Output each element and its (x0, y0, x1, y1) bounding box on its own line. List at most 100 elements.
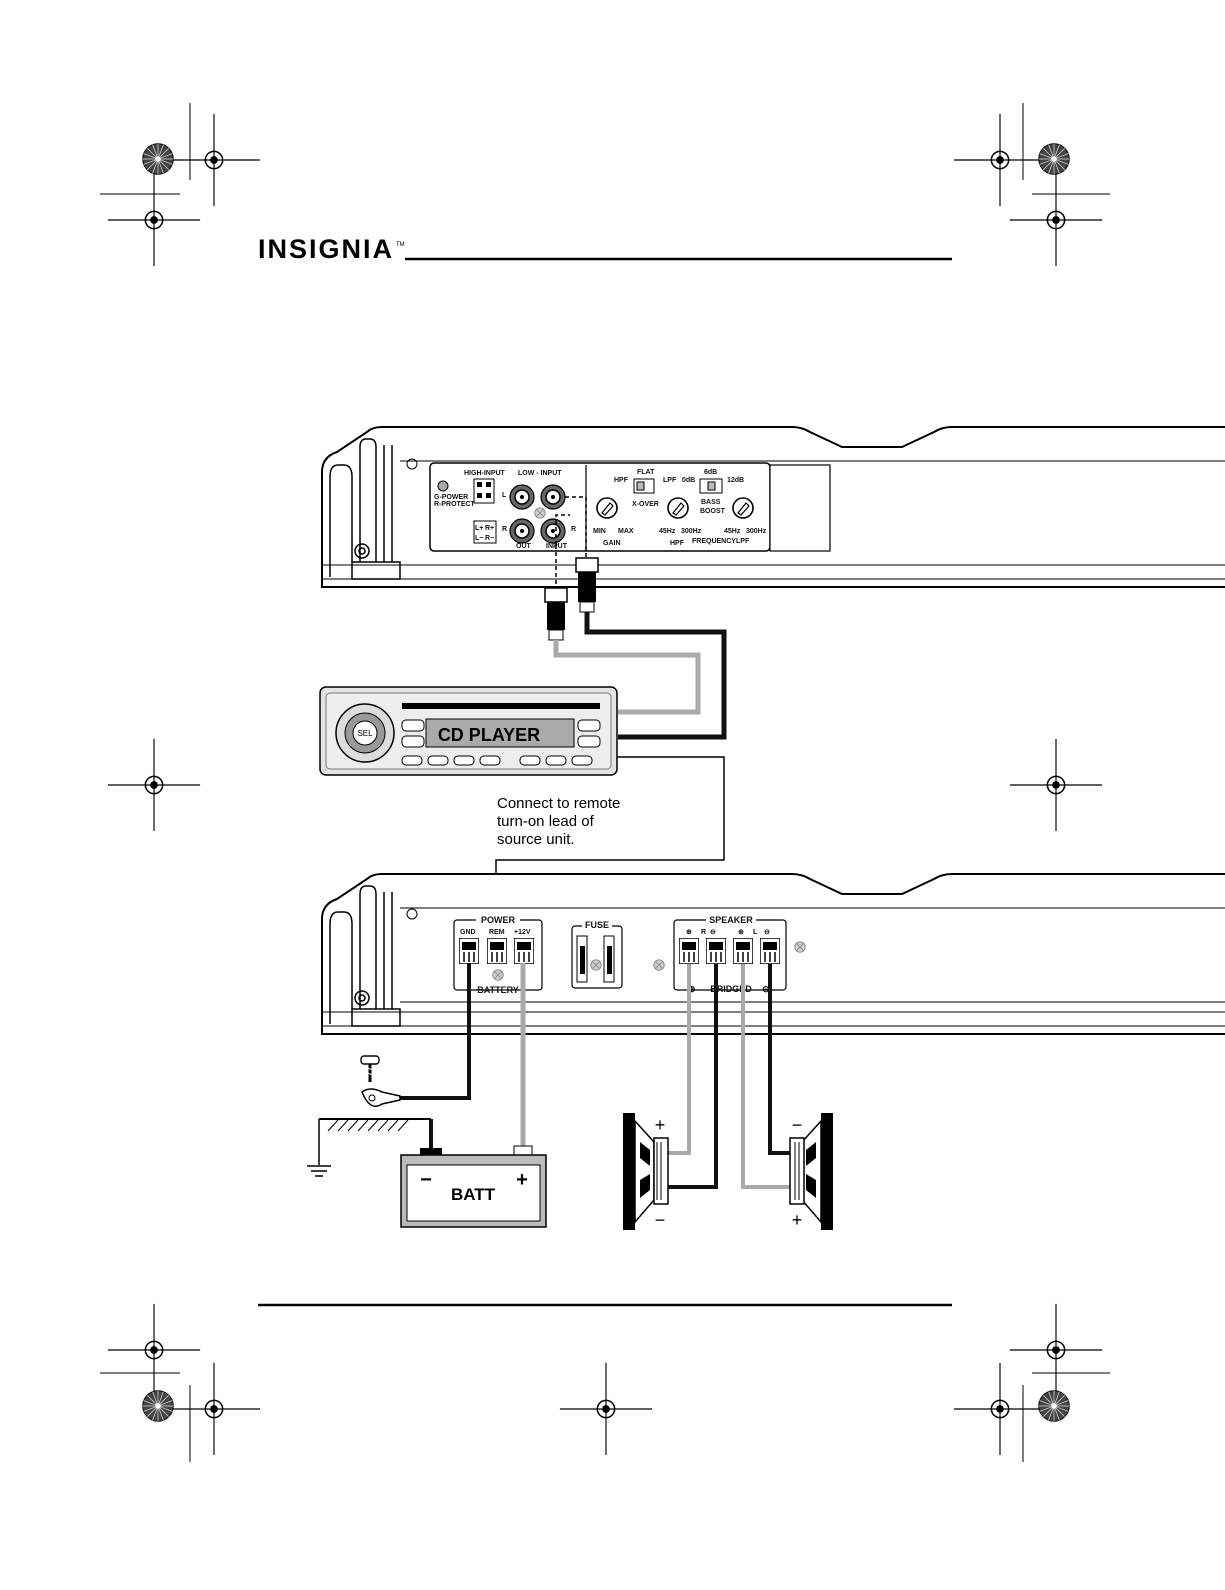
low-input-label: LOW - INPUT (518, 470, 562, 477)
lpf-300hz-label: 300Hz (746, 528, 767, 535)
chassis-ground-symbol (307, 1118, 433, 1177)
hpf-45hz-label: 45Hz (659, 528, 676, 535)
speaker-left-minus-sign: − (655, 1210, 666, 1230)
gain-label: GAIN (603, 540, 621, 547)
xover-flat-label: FLAT (637, 469, 655, 476)
note-line-3: source unit. (497, 831, 575, 848)
svg-text:⊖: ⊖ (762, 984, 770, 994)
xover-label: X-OVER (632, 501, 659, 508)
bridged-label: BRIDGED (710, 984, 752, 994)
trademark-mark: TM (396, 242, 405, 248)
remote-note: Connect to remote turn-on lead of source… (497, 795, 620, 848)
out-left-jack[interactable] (509, 484, 535, 510)
svg-text:⊖: ⊖ (710, 929, 716, 936)
wire-r-minus (668, 964, 718, 1189)
svg-text:⊕: ⊕ (686, 929, 692, 936)
db0-label: 0dB (682, 477, 695, 484)
hi-r-minus-label: R− (485, 535, 494, 542)
hpf-label: HPF (670, 540, 685, 547)
cd-player-head-unit: SEL CD PLAYER (319, 686, 618, 776)
channel-right-label-2: R (571, 526, 576, 533)
registration-starburst-icon (1038, 1390, 1070, 1422)
brand-logo: INSIGNIA (258, 234, 394, 264)
speaker-r-label: R (701, 929, 706, 936)
ground-wire (400, 963, 471, 1100)
high-input-label: HIGH-INPUT (464, 470, 506, 477)
sel-button-label[interactable]: SEL (357, 729, 373, 738)
12v-label: +12V (514, 929, 531, 936)
power-led-indicator (437, 480, 449, 492)
crosshair-icon (953, 113, 1047, 207)
disc-slot (402, 703, 600, 709)
speaker-r-plus-terminal[interactable] (679, 938, 699, 964)
db12-label: 12dB (727, 477, 744, 484)
speaker-wiring (668, 964, 790, 1189)
input-right-jack[interactable] (540, 518, 566, 544)
out-right-jack[interactable] (509, 518, 535, 544)
speaker-l-plus-terminal[interactable] (733, 938, 753, 964)
rca-plug-left (575, 557, 599, 613)
frequency-label: FREQUENCY (692, 538, 736, 545)
note-line-1: Connect to remote (497, 795, 620, 812)
note-line-2: turn-on lead of (497, 813, 595, 830)
speaker-left-plus-sign: + (655, 1115, 666, 1135)
boost-label: BOOST (700, 508, 726, 515)
crosshair-icon (1009, 173, 1103, 267)
lpf-45hz-label: 45Hz (724, 528, 741, 535)
svg-text:⊕: ⊕ (738, 929, 744, 936)
crosshair-icon (167, 1362, 261, 1456)
gain-knob[interactable] (596, 497, 618, 519)
speaker-l-minus-terminal[interactable] (760, 938, 780, 964)
bass-label: BASS (701, 499, 721, 506)
gnd-terminal[interactable] (459, 938, 479, 964)
registration-marks (100, 103, 1110, 1462)
svg-text:⊖: ⊖ (764, 929, 770, 936)
crosshair-icon (1009, 738, 1103, 832)
page-header: INSIGNIA TM (258, 234, 952, 264)
input-label: INPUT (546, 543, 568, 550)
rca-cable-black (584, 612, 727, 740)
crosshair-icon (107, 738, 201, 832)
rca-cable-grey (553, 640, 701, 715)
crosshair-icon (107, 1303, 201, 1397)
amplifier-input-panel: HIGH-INPUT LOW - INPUT G-POWER R-PROTECT… (321, 426, 1225, 588)
db6-label: 6dB (704, 469, 717, 476)
g-power-label: G-POWER (434, 494, 468, 501)
svg-text:⊕: ⊕ (688, 984, 696, 994)
12v-terminal[interactable] (514, 938, 534, 964)
amplifier-output-panel: POWER GND REM +12V BATTERY FUSE SPEAKER … (321, 873, 1225, 1035)
gain-max-label: MAX (618, 528, 634, 535)
input-left-jack[interactable] (540, 484, 566, 510)
lpf-frequency-knob[interactable] (732, 497, 754, 519)
speaker-left: + − (623, 1113, 669, 1230)
car-battery: − + BATT (400, 1145, 547, 1228)
crosshair-icon (559, 1362, 653, 1456)
fuse-label: FUSE (585, 920, 609, 930)
battery-minus-sign: − (420, 1169, 432, 1191)
speaker-r-minus-terminal[interactable] (706, 938, 726, 964)
battery-plus-sign: + (516, 1169, 528, 1191)
speaker-label: SPEAKER (709, 915, 753, 925)
xover-hpf-label: HPF (614, 477, 629, 484)
hi-r-plus-label: R+ (485, 525, 494, 532)
wire-l-plus (741, 964, 790, 1189)
crosshair-icon (167, 113, 261, 207)
hpf-300hz-label: 300Hz (681, 528, 702, 535)
gnd-label: GND (460, 929, 476, 936)
out-label: OUT (516, 543, 532, 550)
speaker-right-plus-sign: + (792, 1210, 803, 1230)
rem-terminal[interactable] (487, 938, 507, 964)
rca-cables (544, 496, 727, 740)
channel-right-label: R (502, 526, 507, 533)
speaker-right-minus-sign: − (792, 1115, 803, 1135)
hi-l-plus-label: L+ (475, 525, 483, 532)
hpf-frequency-knob[interactable] (667, 497, 689, 519)
speaker-l-label: L (753, 929, 758, 936)
registration-starburst-icon (142, 143, 174, 175)
cd-display (425, 718, 575, 748)
bolt-icon (360, 1055, 380, 1082)
power-label: POWER (481, 915, 516, 925)
wire-l-minus (768, 964, 790, 1155)
